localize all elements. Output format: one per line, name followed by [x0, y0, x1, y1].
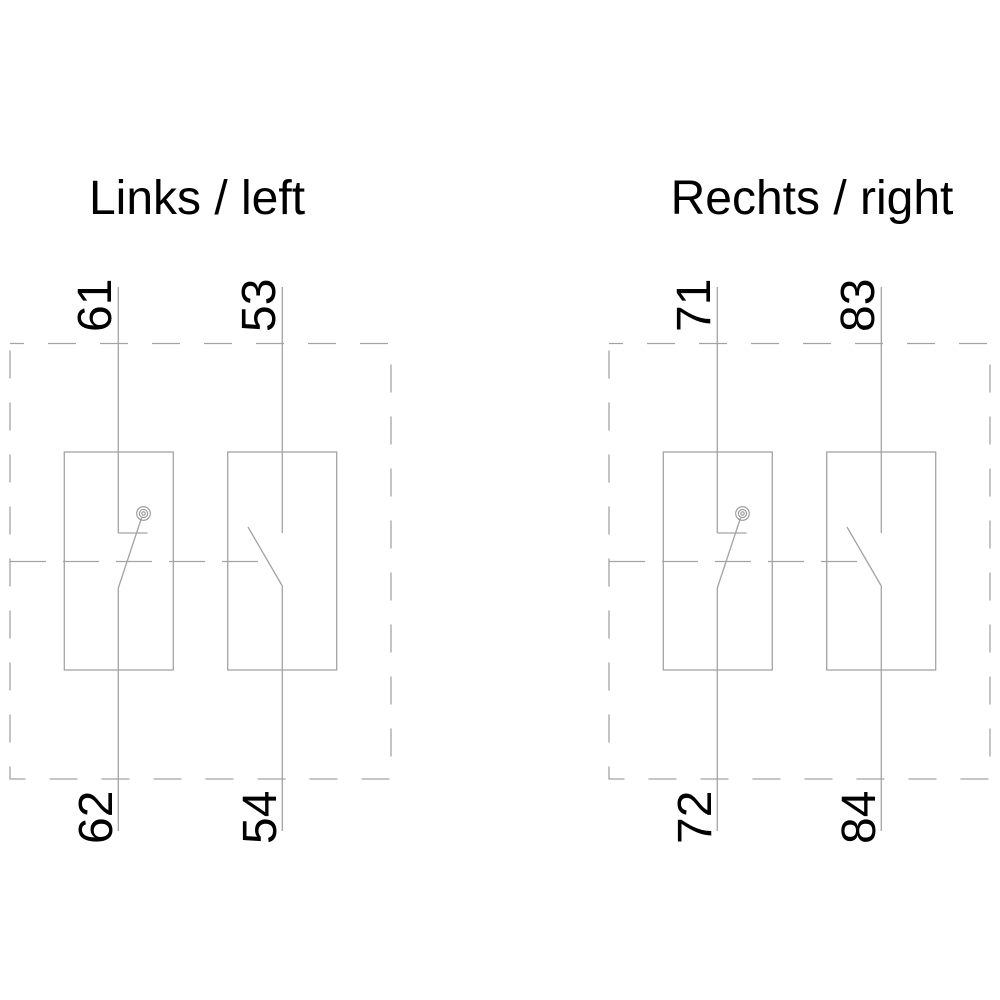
- terminal-label-72: 72: [669, 791, 722, 844]
- terminal-label-54: 54: [234, 791, 287, 844]
- left-nc-moving-arm: [117, 517, 143, 589]
- terminal-label-62: 62: [70, 791, 123, 844]
- diagram-left-title: Links / left: [89, 172, 305, 225]
- left-nc-actuator-rings-icon: [136, 506, 151, 521]
- left-no-moving-arm: [247, 526, 283, 587]
- diagram-right-title: Rechts / right: [671, 172, 954, 225]
- terminal-label-53: 53: [233, 279, 286, 332]
- right-nc-actuator-rings-icon: [735, 506, 750, 521]
- right-nc-moving-arm: [716, 517, 742, 589]
- right-no-moving-arm: [846, 526, 882, 587]
- terminal-label-61: 61: [69, 279, 122, 332]
- diagram-left: Links / left 61 53 62: [9, 172, 392, 844]
- terminal-label-71: 71: [668, 279, 721, 332]
- terminal-label-84: 84: [833, 791, 886, 844]
- diagram-right: Rechts / right 71 83 72: [608, 172, 991, 844]
- terminal-label-83: 83: [832, 279, 885, 332]
